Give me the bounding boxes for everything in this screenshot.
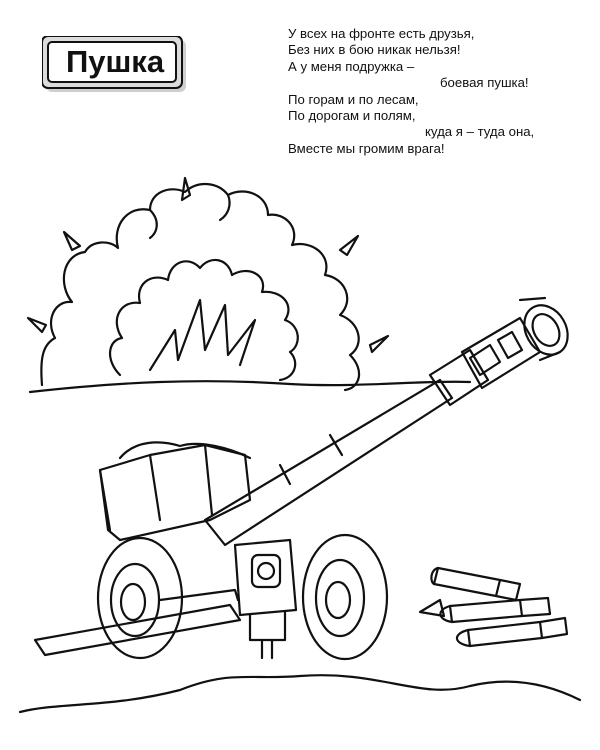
ground-patch — [18, 674, 582, 714]
explosion-cloud-detail — [148, 193, 231, 240]
page-title: Пушка — [65, 44, 165, 79]
gun-barrel — [203, 316, 542, 547]
title-plate: Пушка — [42, 36, 188, 92]
poem-line: боевая пушка! — [440, 75, 529, 91]
explosion-cloud — [40, 183, 361, 392]
right-wheel — [301, 533, 389, 661]
horizon-line — [28, 380, 472, 394]
artillery-shells — [418, 566, 569, 648]
poem-line: Вместе мы громим врага! — [288, 140, 445, 156]
poem-line: Без них в бою никак нельзя! — [288, 42, 461, 58]
left-wheel — [96, 536, 184, 660]
recoil-mechanism — [233, 538, 298, 660]
gun-shield — [98, 441, 252, 542]
poem-line: По дорогам и полям, — [288, 108, 416, 124]
gun-trails — [33, 588, 242, 657]
muzzle-brake — [518, 296, 569, 362]
poem-line: А у меня подружка – — [288, 58, 415, 74]
poem-line: У всех на фронте есть друзья, — [288, 26, 475, 41]
poem-line: По горам и по лесам, — [288, 91, 419, 107]
blast-burst — [109, 258, 299, 382]
debris-shards — [26, 176, 390, 354]
poem: У всех на фронте есть друзья, Без них в … — [288, 26, 588, 157]
title-plate-frame — [42, 36, 186, 92]
poem-line: куда я – туда она, — [425, 124, 535, 140]
